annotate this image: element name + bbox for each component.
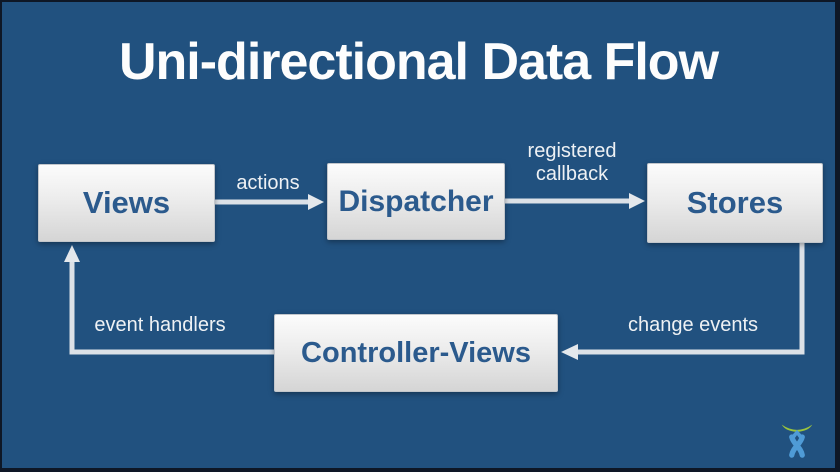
edge-label-registered-callback: registered callback <box>527 140 617 185</box>
atlassian-logo-icon <box>781 424 813 458</box>
edge-label-event-handlers: event handlers <box>94 314 226 336</box>
flow-arrows <box>64 193 805 360</box>
node-dispatcher-label: Dispatcher <box>338 184 494 218</box>
edge-label-actions: actions <box>236 172 300 194</box>
node-stores-label: Stores <box>686 185 784 220</box>
arrow-stores-to-controller-views <box>561 243 805 360</box>
slide-title: Uni-directional Data Flow <box>118 33 719 91</box>
node-views: Views <box>38 164 215 242</box>
node-controller-views-label: Controller-Views <box>301 336 531 369</box>
node-controller-views: Controller-Views <box>274 314 558 392</box>
logo-body-stroke-right <box>789 434 805 458</box>
slide-background: Uni-directional Data Flow Views Dispatch… <box>2 2 835 468</box>
arrow-dispatcher-to-stores <box>505 193 645 209</box>
arrow-views-to-dispatcher <box>215 194 324 210</box>
arrow-controller-views-to-views <box>64 245 274 355</box>
node-stores: Stores <box>647 163 823 243</box>
node-views-label: Views <box>82 185 171 220</box>
node-dispatcher: Dispatcher <box>327 163 505 240</box>
edge-label-change-events: change events <box>627 314 759 336</box>
logo-green-arc <box>781 424 813 432</box>
